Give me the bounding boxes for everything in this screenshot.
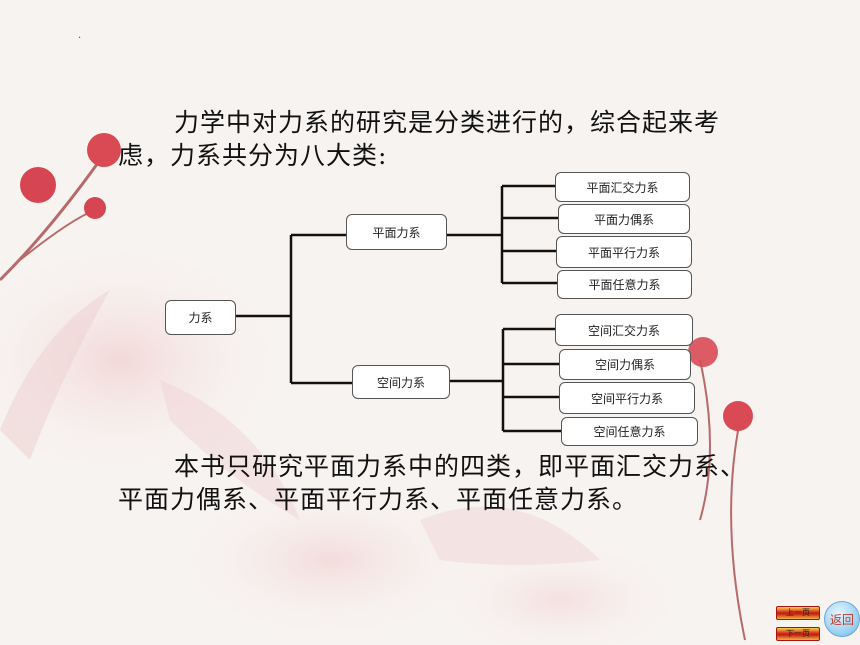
next-page-button[interactable]: 下一页 — [776, 627, 820, 641]
spatial-leaf-1: 空间汇交力系 — [555, 314, 693, 346]
summary-paragraph: 本书只研究平面力系中的四类，即平面汇交力系、平面力偶系、平面平行力系、平面任意力… — [118, 452, 747, 514]
planar-leaf-1: 平面汇交力系 — [555, 172, 690, 202]
planar-force-system-node: 平面力系 — [346, 214, 447, 250]
root-node: 力系 — [165, 300, 236, 335]
spatial-leaf-4: 空间任意力系 — [561, 417, 698, 446]
back-button[interactable]: 返回 — [824, 601, 860, 637]
prev-page-button[interactable]: 上一页 — [776, 606, 820, 620]
stray-dot: . — [78, 30, 82, 41]
intro-paragraph: 力学中对力系的研究是分类进行的，综合起来考虑，力系共分为八大类: — [118, 108, 721, 170]
spatial-force-system-node: 空间力系 — [352, 365, 450, 399]
spatial-leaf-3: 空间平行力系 — [559, 382, 695, 414]
spatial-leaf-2: 空间力偶系 — [559, 349, 691, 380]
planar-leaf-4: 平面任意力系 — [557, 270, 692, 299]
planar-leaf-2: 平面力偶系 — [558, 204, 690, 234]
planar-leaf-3: 平面平行力系 — [556, 236, 692, 268]
